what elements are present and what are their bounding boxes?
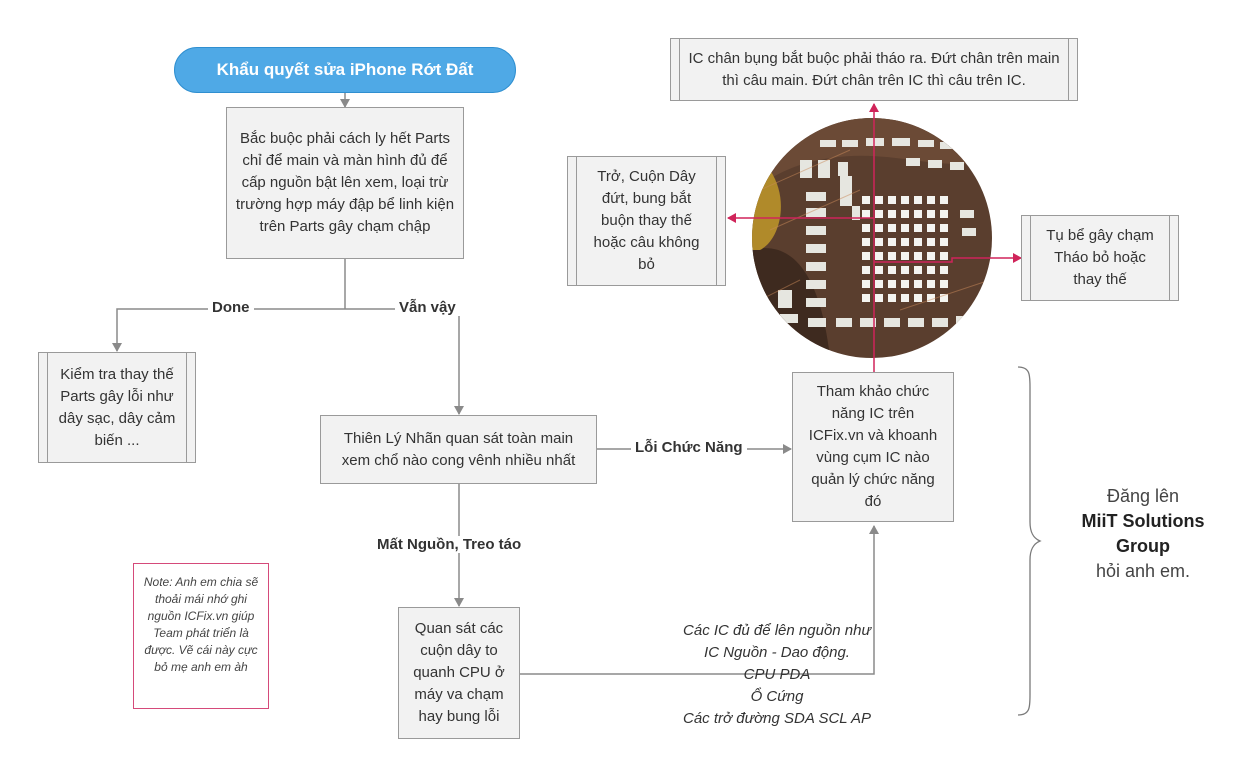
pcb-photo (752, 118, 992, 358)
label-still: Vẫn vậy (395, 299, 460, 316)
side-brand: MiiT Solutions Group (1081, 511, 1205, 556)
resistor-coil-box: Trở, Cuộn Dây đứt, bung bắt buộn thay th… (567, 156, 726, 286)
reference-ic-box: Tham khảo chức năng IC trên ICFix.vn và … (792, 372, 954, 522)
ic-list: Các IC đủ để lên nguồn như IC Nguồn - Da… (662, 620, 892, 730)
side-callout: Đăng lên MiiT Solutions Group hỏi anh em… (1062, 484, 1224, 584)
ic-pins-box: IC chân bụng bắt buộc phải tháo ra. Đứt … (670, 38, 1078, 101)
observe-main-text: Thiên Lý Nhãn quan sát toàn main xem chổ… (341, 429, 576, 469)
step-isolate-parts-text: Bắc buộc phải cách ly hết Parts chỉ để m… (235, 130, 455, 235)
side-suffix: hỏi anh em. (1095, 561, 1191, 581)
brace-icon (1017, 366, 1042, 716)
arrow-coils-to-reference (520, 525, 879, 675)
ic-list-line: Các IC đủ để lên nguồn như (683, 622, 871, 639)
step-isolate-parts: Bắc buộc phải cách ly hết Parts chỉ để m… (226, 107, 464, 259)
capacitor-box: Tụ bể gây chạm Tháo bỏ hoặc thay thế (1021, 215, 1179, 301)
ic-list-line: IC Nguồn - Dao động. (704, 644, 850, 661)
resistor-coil-text: Trở, Cuộn Dây đứt, bung bắt buộn thay th… (593, 168, 700, 273)
side-prefix: Đăng lên (1106, 486, 1180, 506)
title-pill: Khẩu quyết sửa iPhone Rớt Đất (174, 47, 516, 93)
ic-pins-text: IC chân bụng bắt buộc phải tháo ra. Đứt … (688, 49, 1060, 89)
label-function-error: Lỗi Chức Năng (631, 439, 747, 456)
ic-list-line: Ổ Cứng (750, 688, 804, 705)
check-parts-box: Kiểm tra thay thế Parts gây lỗi như dây … (38, 352, 196, 463)
arrow-to-observe-main (345, 308, 464, 415)
ic-list-line: CPU PDA (743, 666, 811, 683)
capacitor-text: Tụ bể gây chạm Tháo bỏ hoặc thay thế (1046, 227, 1154, 288)
observe-coils-box: Quan sát các cuộn dây to quanh CPU ở máy… (398, 607, 520, 739)
pink-connectors (727, 103, 1022, 372)
ic-list-line: Các trở đường SDA SCL AP (683, 710, 871, 727)
check-parts-text: Kiểm tra thay thế Parts gây lỗi như dây … (58, 365, 176, 449)
reference-ic-text: Tham khảo chức năng IC trên ICFix.vn và … (808, 383, 938, 510)
arrow-to-capacitor (874, 253, 1022, 263)
label-power-loss: Mất Nguồn, Treo táo (373, 536, 526, 553)
observe-coils-text: Quan sát các cuộn dây to quanh CPU ở máy… (413, 620, 505, 725)
note-box: Note: Anh em chia sẽ thoải mái nhớ ghi n… (133, 563, 269, 709)
observe-main-box: Thiên Lý Nhãn quan sát toàn main xem chổ… (320, 415, 597, 484)
label-done: Done (208, 299, 254, 316)
arrow-to-check-parts (112, 308, 345, 352)
